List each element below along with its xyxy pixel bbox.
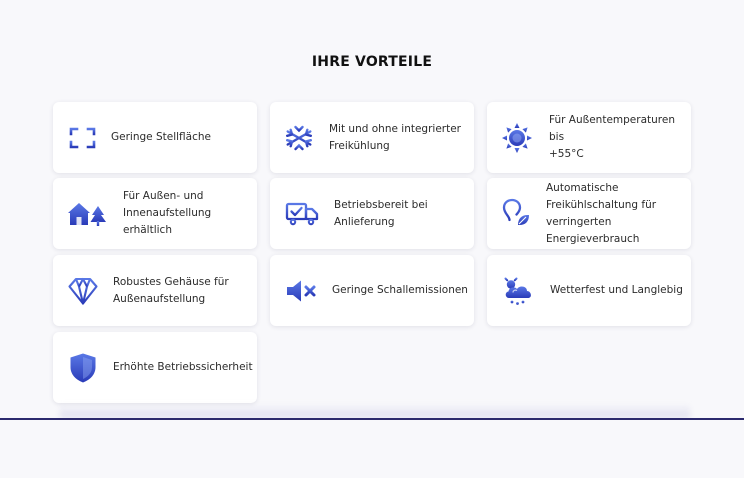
feature-label: Automatische Freikühlschaltung für verri… xyxy=(546,181,657,245)
lightbulb-leaf-icon xyxy=(501,198,531,230)
feature-label: Geringe Stellfläche xyxy=(111,131,211,143)
feature-label: Wetterfest und Langlebig xyxy=(550,284,683,296)
feature-card-wetterfest: Wetterfest und Langlebig xyxy=(487,255,691,326)
feature-card-energieverbrauch: Automatische Freikühlschaltung für verri… xyxy=(487,178,691,249)
feature-card-betriebssicherheit: Erhöhte Betriebssicherheit xyxy=(53,332,257,403)
expand-corners-icon xyxy=(68,127,96,149)
section-title: IHRE VORTEILE xyxy=(311,54,433,70)
page-footer-area xyxy=(0,420,744,478)
feature-label: Mit und ohne integrierter Freikühlung xyxy=(329,122,461,152)
feature-card-gehaeuse: Robustes Gehäuse für Außenaufstellung xyxy=(53,255,257,326)
feature-card-aussentemperatur: Für Außentemperaturen bis +55°C xyxy=(487,102,691,173)
feature-card-aufstellung: Für Außen- und Innenaufstellung erhältli… xyxy=(53,178,257,249)
feature-label: Erhöhte Betriebssicherheit xyxy=(113,361,253,373)
section-shadow xyxy=(60,404,690,418)
feature-card-schallemissionen: Geringe Schallemissionen xyxy=(270,255,474,326)
delivery-truck-icon xyxy=(285,201,319,227)
house-tree-icon xyxy=(67,201,107,227)
section-divider xyxy=(0,418,744,420)
feature-label: Für Außen- und Innenaufstellung erhältli… xyxy=(123,190,212,236)
shield-icon xyxy=(68,352,98,384)
sun-icon xyxy=(501,122,533,154)
feature-card-freikuehlung: Mit und ohne integrierter Freikühlung xyxy=(270,102,474,173)
feature-label: Robustes Gehäuse für Außenaufstellung xyxy=(113,275,229,305)
feature-label: Für Außentemperaturen bis +55°C xyxy=(549,114,675,160)
benefits-section: IHRE VORTEILE Geringe Stellfläche xyxy=(53,54,691,403)
feature-card-anlieferung: Betriebsbereit bei Anlieferung xyxy=(270,178,474,249)
weather-cloud-icon xyxy=(501,275,535,307)
feature-card-stellflaeche: Geringe Stellfläche xyxy=(53,102,257,173)
diamond-icon xyxy=(68,277,98,305)
snowflake-icon xyxy=(284,123,314,153)
feature-label: Betriebsbereit bei Anlieferung xyxy=(334,198,428,228)
feature-label: Geringe Schallemissionen xyxy=(332,284,468,296)
speaker-mute-icon xyxy=(285,279,317,303)
